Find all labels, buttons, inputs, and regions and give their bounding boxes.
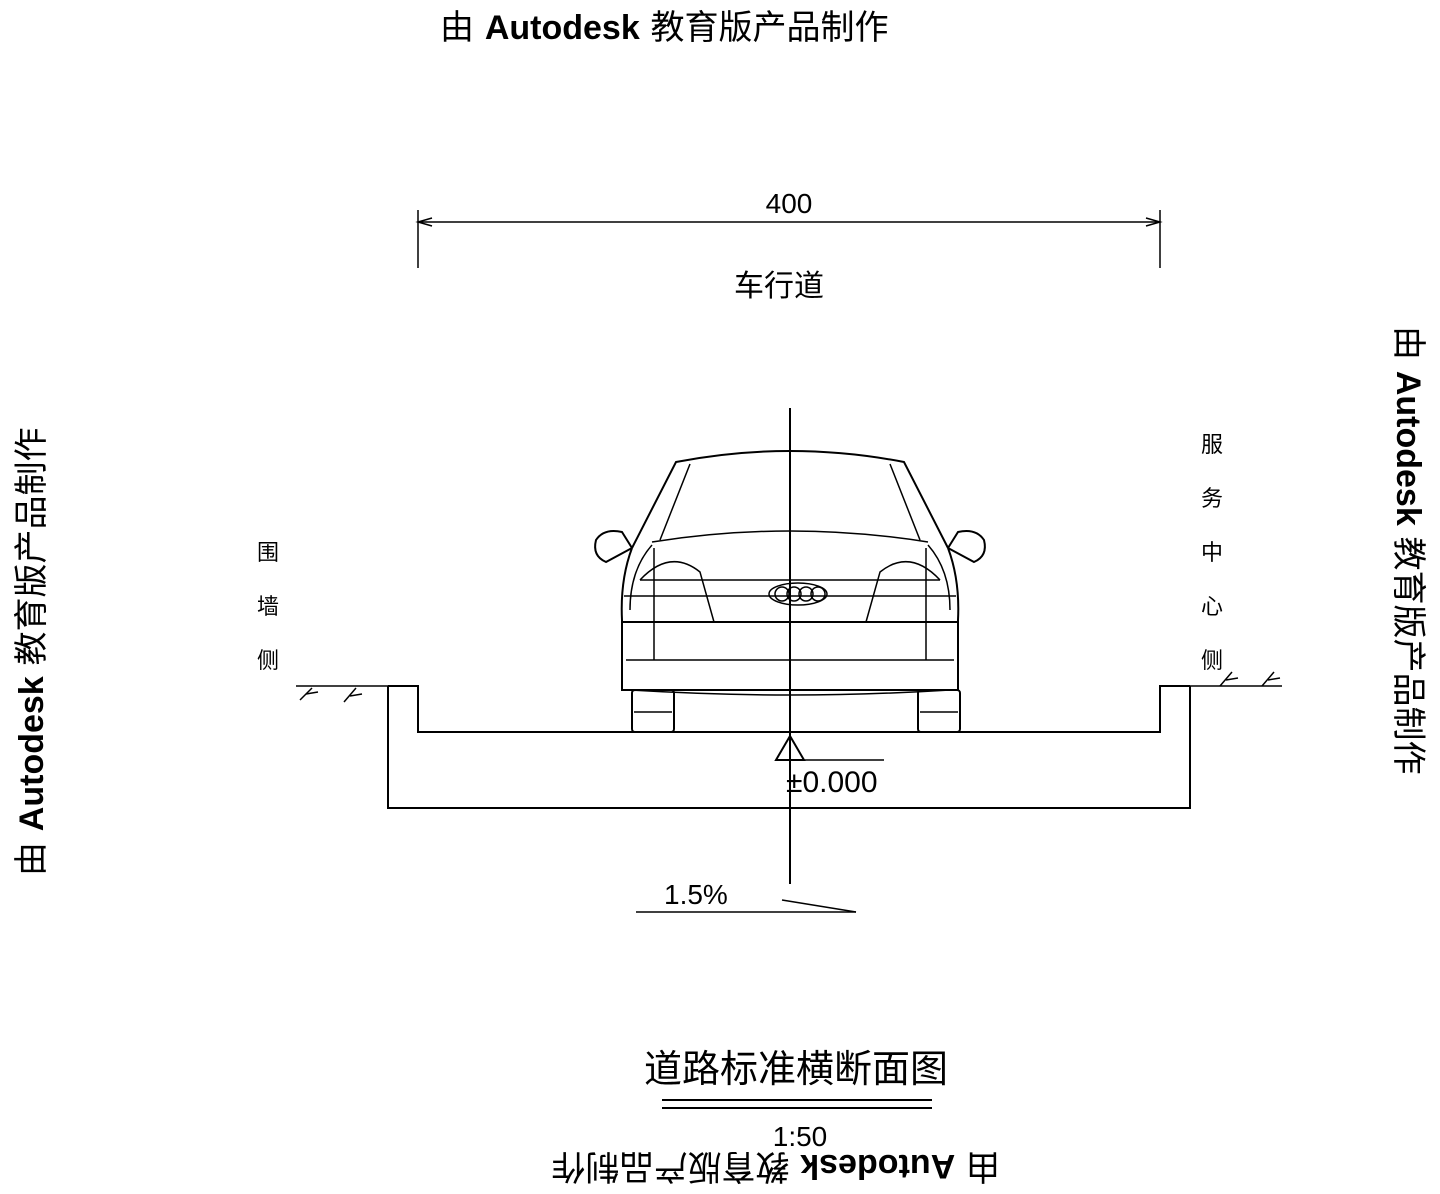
tyre-right [917, 689, 961, 733]
width-dimension: 400 [415, 188, 1163, 268]
right-side-label: 服 务 中 心 侧 [1201, 433, 1223, 674]
right-side-char: 侧 [1201, 649, 1223, 674]
slope-label: 1.5% [664, 879, 728, 910]
elevation-label: ±0.000 [786, 766, 878, 799]
right-side-char: 中 [1201, 541, 1223, 566]
slope-indicator: 1.5% [636, 879, 857, 913]
left-side-label: 围 墙 侧 [257, 541, 279, 674]
left-side-char: 围 [257, 541, 279, 566]
title-text: 道路标准横断面图 [644, 1047, 948, 1091]
scale-text: 1:50 [773, 1121, 828, 1152]
watermark-top: 由 Autodesk 教育版产品制作 [440, 8, 889, 48]
ground-hatch-left [296, 685, 388, 703]
car-front-view [594, 450, 986, 733]
right-side-char: 服 [1201, 433, 1223, 458]
left-side-char: 墙 [257, 595, 279, 620]
car-logo [768, 582, 828, 606]
lane-label: 车行道 [734, 269, 824, 304]
tyre-left [631, 689, 675, 733]
left-side-char: 侧 [257, 649, 279, 674]
dimension-label: 400 [766, 188, 813, 219]
ground-hatch-right [1190, 671, 1282, 687]
right-side-char: 心 [1201, 595, 1223, 620]
elevation-marker: ±0.000 [774, 734, 884, 799]
right-side-char: 务 [1201, 487, 1223, 512]
drawing-title: 道路标准横断面图 1:50 [644, 1047, 948, 1152]
